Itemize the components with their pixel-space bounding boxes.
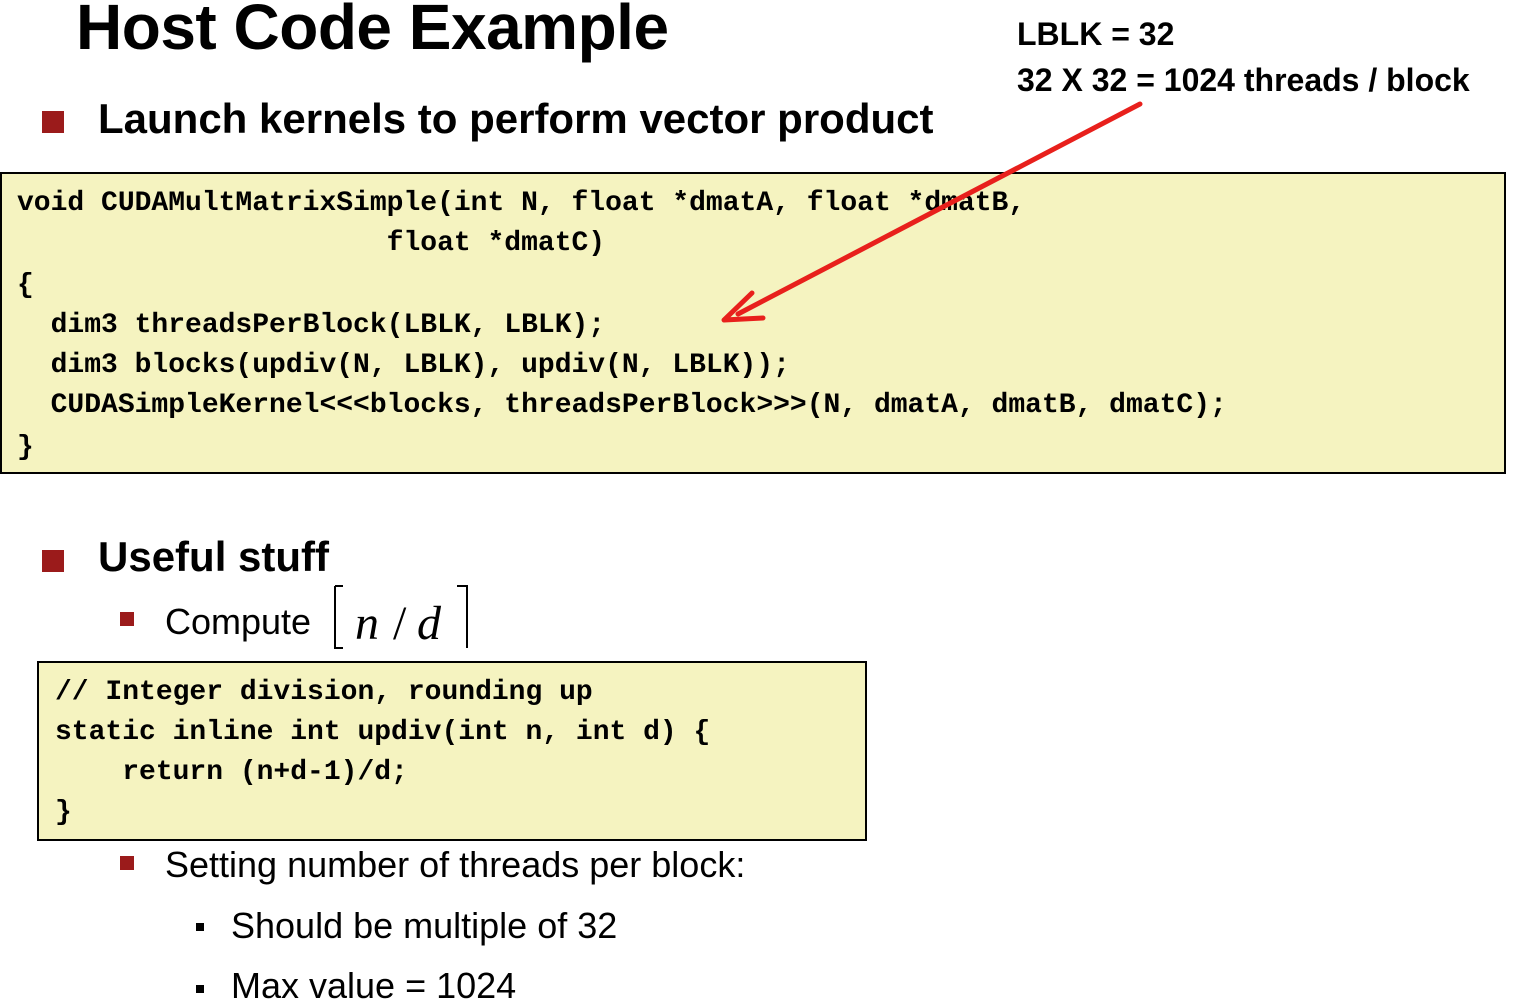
section-heading-launch-kernels: Launch kernels to perform vector product <box>98 95 934 142</box>
code-line: } <box>17 432 34 463</box>
right-ceiling-bracket <box>457 585 468 648</box>
sub-item-max-value: Max value = 1024 <box>231 965 517 1006</box>
ceiling-formula: n / d <box>334 585 468 650</box>
code-block-host: void CUDAMultMatrixSimple(int N, float *… <box>0 172 1506 474</box>
slide-title: Host Code Example <box>76 0 669 63</box>
code-line: dim3 blocks(updiv(N, LBLK), updiv(N, LBL… <box>17 350 790 381</box>
code-line: CUDASimpleKernel<<<blocks, threadsPerBlo… <box>17 390 1227 421</box>
left-ceiling-bracket <box>334 586 343 649</box>
code-line: void CUDAMultMatrixSimple(int N, float *… <box>17 188 1026 219</box>
code-line: } <box>55 797 72 828</box>
bullet-square-icon <box>42 111 64 133</box>
code-line: float *dmatC) <box>17 228 606 259</box>
bullet-small-square-icon <box>196 923 204 931</box>
bullet-square-icon <box>120 612 134 626</box>
code-line: // Integer division, rounding up <box>55 677 593 708</box>
ceiling-brackets <box>334 585 468 649</box>
bullet-square-icon <box>42 550 64 572</box>
annotation-threads-per-block: 32 X 32 = 1024 threads / block <box>1017 62 1470 98</box>
bullet-small-square-icon <box>196 985 204 993</box>
code-line: dim3 threadsPerBlock(LBLK, LBLK); <box>17 310 606 341</box>
bullet-square-icon <box>120 856 134 870</box>
sub-item-multiple-of-32: Should be multiple of 32 <box>231 905 618 946</box>
code-line: static inline int updiv(int n, int d) { <box>55 717 711 748</box>
code-line: return (n+d-1)/d; <box>55 757 408 788</box>
compute-label: Compute <box>165 601 312 642</box>
formula-slash: / <box>393 597 407 650</box>
formula-d: d <box>417 597 442 650</box>
code-line: { <box>17 270 34 301</box>
section-heading-useful-stuff: Useful stuff <box>98 533 329 580</box>
annotation-lblk: LBLK = 32 <box>1017 16 1175 52</box>
code-block-updiv: // Integer division, rounding up static … <box>37 661 867 841</box>
setting-threads-label: Setting number of threads per block: <box>165 844 746 885</box>
formula-n: n <box>355 597 379 650</box>
